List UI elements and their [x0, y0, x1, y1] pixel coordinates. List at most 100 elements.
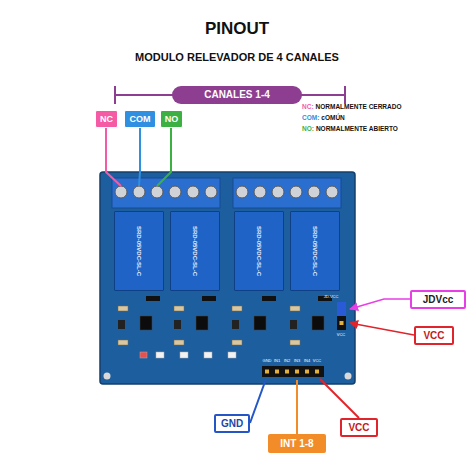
power-led	[140, 352, 147, 358]
legend-key: COM:	[302, 115, 319, 122]
subtitle: MODULO RELEVADOR DE 4 CANALES	[135, 52, 339, 63]
resistor	[118, 340, 128, 345]
led	[156, 352, 164, 358]
terminal-block	[233, 178, 341, 208]
legend-text: cOMÚN	[321, 115, 344, 122]
terminal-screw	[151, 186, 163, 198]
transistor	[174, 320, 181, 329]
pin-tag: NC	[95, 110, 118, 128]
pin-tag: VCC	[414, 326, 454, 345]
page-title: PINOUT	[205, 20, 269, 37]
leader-line	[250, 379, 266, 423]
header-pin	[265, 370, 269, 374]
resistor	[174, 306, 184, 311]
legend-key: NC:	[302, 104, 314, 111]
node-text: JDVcc	[423, 295, 454, 305]
node-text: SRD-05VDC-SL-C	[312, 226, 318, 276]
pin-tag: JDVcc	[410, 290, 466, 309]
leader-line	[296, 380, 298, 434]
pin-tag: VCC	[340, 418, 378, 437]
optocoupler	[312, 316, 324, 330]
pin-label: GND	[263, 359, 272, 363]
diode	[146, 296, 160, 301]
pin-label: IN3	[294, 359, 300, 363]
leader-line	[106, 128, 121, 186]
pin-label: IN1	[274, 359, 280, 363]
resistor	[118, 306, 128, 311]
bracket-tick	[114, 86, 116, 104]
node-text: SRD-05VDC-SL-C	[256, 226, 262, 276]
terminal-screw	[187, 186, 199, 198]
resistor	[232, 340, 242, 345]
resistor	[290, 306, 300, 311]
terminal-screw	[115, 186, 127, 198]
legend-text: NORMALMENTE CERRADO	[316, 104, 402, 111]
channel-pill: CANALES 1-4	[172, 86, 302, 104]
terminal-screw	[308, 186, 320, 198]
pin-tag: GND	[214, 414, 250, 433]
leader-arrow	[350, 299, 410, 309]
optocoupler	[196, 316, 208, 330]
pin-label: JD-VCC	[324, 295, 339, 299]
header-pin	[305, 370, 309, 374]
diode	[262, 296, 276, 301]
jumper-cap	[337, 302, 346, 316]
bracket-tick	[344, 86, 346, 104]
terminal-screw	[133, 186, 145, 198]
relay-box: SRD-05VDC-SL-C	[114, 211, 164, 291]
terminal-screw	[205, 186, 217, 198]
mounting-hole	[104, 373, 111, 380]
node-text: NC	[100, 115, 113, 124]
mounting-hole	[345, 373, 352, 380]
terminal-screw	[169, 186, 181, 198]
relay-box: SRD-05VDC-SL-C	[170, 211, 220, 291]
terminal-screw	[326, 186, 338, 198]
jumper-header	[337, 302, 346, 330]
terminal-block	[112, 178, 220, 208]
pin-label: VCC	[313, 359, 321, 363]
node-text: CANALES 1-4	[204, 90, 270, 100]
pin-label: IN4	[304, 359, 310, 363]
pin-header	[262, 366, 324, 377]
led	[228, 352, 236, 358]
relay-box: SRD-05VDC-SL-C	[290, 211, 340, 291]
transistor	[118, 320, 125, 329]
pin-label: IN2	[284, 359, 290, 363]
diode	[202, 296, 216, 301]
pcb-board	[100, 172, 355, 384]
node-text: VCC	[348, 423, 369, 433]
pin-label: VCC	[337, 333, 345, 337]
terminal-screw	[236, 186, 248, 198]
node-text: GND	[221, 419, 243, 429]
node-text: NO	[165, 115, 179, 124]
resistor	[232, 306, 242, 311]
pin-tag: INT 1-8	[268, 434, 326, 453]
relay-box: SRD-05VDC-SL-C	[234, 211, 284, 291]
node-text: INT 1-8	[280, 439, 313, 449]
pin-tag: COM	[124, 110, 156, 128]
transistor	[290, 320, 297, 329]
node-text: SRD-05VDC-SL-C	[192, 226, 198, 276]
terminal-screw	[254, 186, 266, 198]
led	[204, 352, 212, 358]
header-pin	[295, 370, 299, 374]
legend-text: NORMALMENTE ABIERTO	[316, 126, 398, 133]
resistor	[290, 340, 300, 345]
header-pin	[275, 370, 279, 374]
pin-tag: NO	[160, 110, 183, 128]
legend-key: NO:	[302, 126, 314, 133]
terminal-screw	[290, 186, 302, 198]
header-pin	[285, 370, 289, 374]
optocoupler	[254, 316, 266, 330]
leader-line	[320, 379, 359, 418]
leader-line	[157, 128, 171, 186]
node-text: VCC	[423, 331, 444, 341]
terminal-screw	[272, 186, 284, 198]
resistor	[174, 340, 184, 345]
led	[180, 352, 188, 358]
header-pin	[315, 370, 319, 374]
optocoupler	[140, 316, 152, 330]
transistor	[232, 320, 239, 329]
